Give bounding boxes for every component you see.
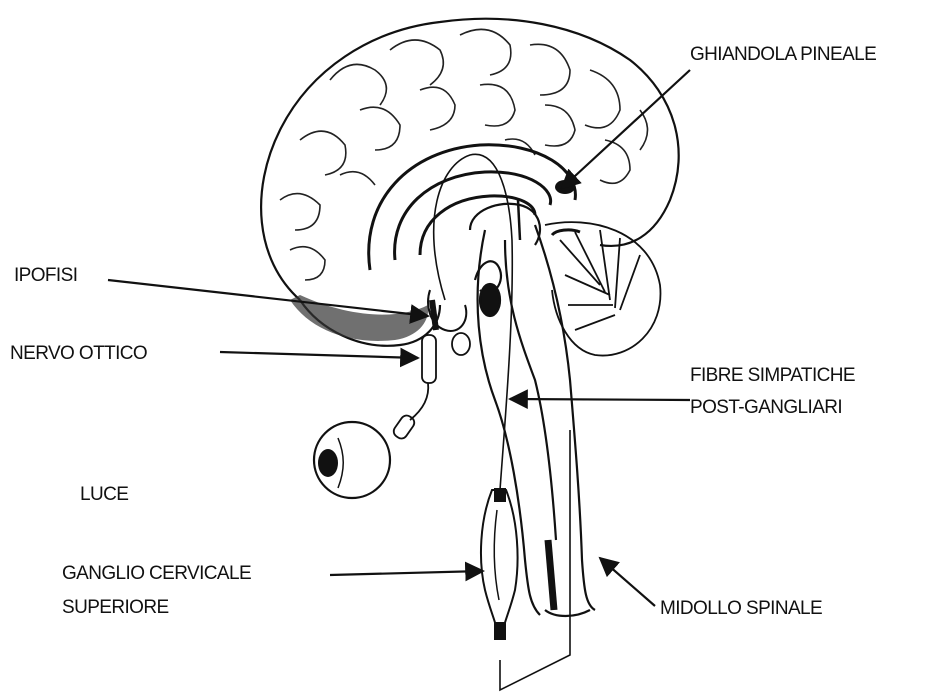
label-pituitary: IPOFISI: [14, 265, 77, 287]
pineal-arrow: [562, 70, 690, 188]
cerebrum-gyri: [280, 29, 648, 280]
label-ganglion-line2: SUPERIORE: [62, 597, 251, 619]
ganglion-arrow: [330, 571, 483, 575]
label-ganglion-line1: GANGLIO CERVICALE: [62, 563, 251, 585]
label-sympathetic-fibres: FIBRE SIMPATICHE POST-GANGLIARI: [690, 365, 855, 419]
label-pineal-gland: GHIANDOLA PINEALE: [690, 44, 876, 66]
label-sympathetic-line2: POST-GANGLIARI: [690, 397, 855, 419]
label-spinal-cord: MIDOLLO SPINALE: [660, 598, 822, 620]
pineal-gland-shape: [555, 180, 575, 194]
label-sympathetic-line1: FIBRE SIMPATICHE: [690, 365, 855, 387]
pituitary: [428, 290, 470, 355]
optic-nerve: [391, 335, 436, 441]
pituitary-arrow: [108, 280, 428, 316]
cervical-ganglion: [481, 488, 518, 640]
cerebellum: [545, 222, 660, 355]
sympathetic-arrow: [510, 399, 690, 400]
label-optic-nerve: NERVO OTTICO: [10, 343, 147, 365]
spinal-cord-arrow: [600, 558, 655, 606]
label-cervical-ganglion: GANGLIO CERVICALE SUPERIORE: [62, 563, 251, 619]
optic-nerve-arrow: [220, 352, 418, 358]
label-light: LUCE: [80, 484, 128, 506]
eye: [314, 422, 390, 498]
